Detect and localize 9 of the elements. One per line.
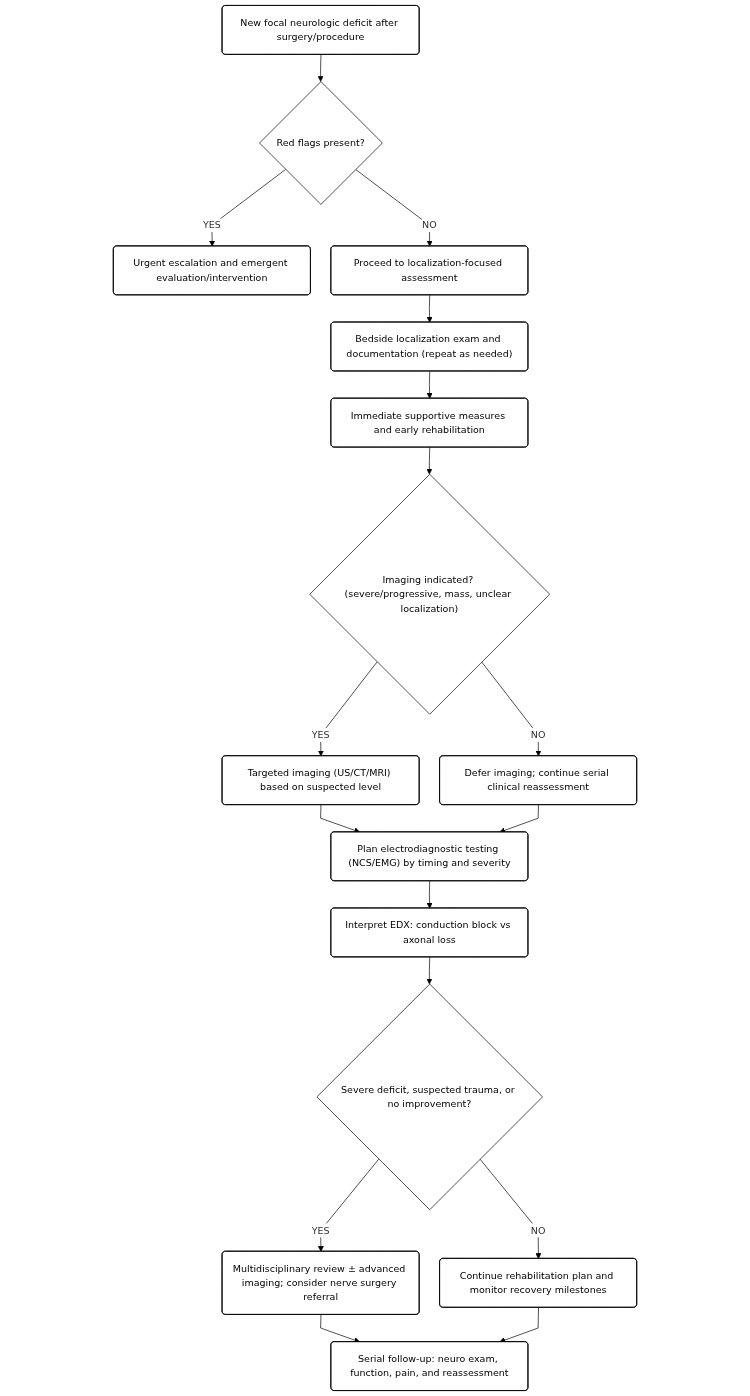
edge-label: NO xyxy=(530,1224,546,1236)
node-diamond: Red flags present? xyxy=(259,81,383,205)
edge-label: YES xyxy=(202,219,221,231)
edge-label: NO xyxy=(530,729,546,741)
edge-label: YES xyxy=(311,1224,330,1236)
edge-label: NO xyxy=(422,219,437,231)
edge-label: YES xyxy=(311,729,330,741)
node-diamond: Severe deficit, suspected trauma, or no improvement? xyxy=(316,983,543,1211)
node-diamond: Imaging indicated? (severe/progressive, mass, unclear localization) xyxy=(309,473,551,715)
